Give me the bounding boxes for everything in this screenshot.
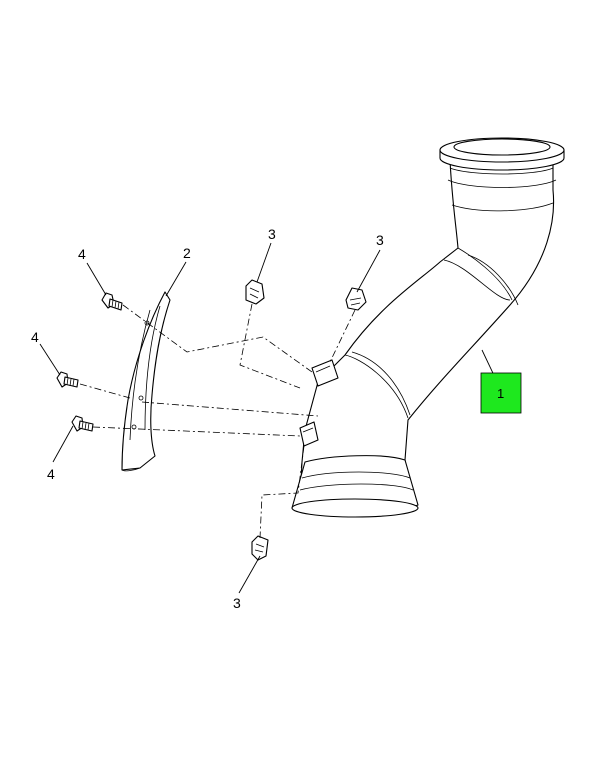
duct-clip-lower xyxy=(299,421,319,447)
bolt-middle xyxy=(56,371,79,388)
highlight-box[interactable] xyxy=(480,372,522,414)
duct-clip-upper xyxy=(311,359,339,387)
leader-lines xyxy=(39,242,501,594)
bottom-bell xyxy=(291,455,419,518)
top-flange xyxy=(439,137,565,212)
bolt-bottom xyxy=(71,415,94,432)
callout-4-bottom: 4 xyxy=(47,466,55,482)
clip-bottom xyxy=(251,535,269,561)
callout-3-top-right: 3 xyxy=(376,232,384,248)
clip-top-right xyxy=(345,287,367,311)
callout-4-middle: 4 xyxy=(31,329,39,345)
bolt-top xyxy=(101,292,123,311)
intake-duct-elbow xyxy=(291,137,565,518)
clip-top-left xyxy=(245,279,265,305)
callout-3-top-left: 3 xyxy=(268,226,276,242)
heat-shield-bracket xyxy=(121,291,171,472)
callout-3-bottom: 3 xyxy=(233,595,241,611)
callout-1[interactable]: 1 xyxy=(497,386,504,401)
callout-4-top: 4 xyxy=(78,246,86,262)
callout-1-highlight[interactable]: 1 xyxy=(480,372,522,414)
assembly-lines xyxy=(79,303,356,539)
callout-2: 2 xyxy=(183,245,191,261)
